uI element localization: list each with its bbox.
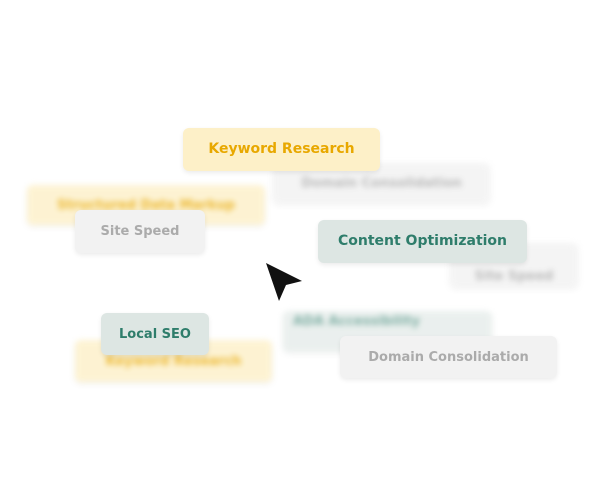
tag-keyword-research[interactable]: Keyword Research bbox=[183, 128, 380, 171]
tag-content-optimization[interactable]: Content Optimization bbox=[318, 220, 527, 263]
cursor-arrow-icon bbox=[266, 263, 302, 301]
tag-local-seo[interactable]: Local SEO bbox=[101, 313, 209, 355]
tag-domain-consolidation-blurred: Domain Consolidation bbox=[273, 163, 490, 203]
tag-domain-consolidation[interactable]: Domain Consolidation bbox=[340, 336, 557, 378]
tag-site-speed-blurred: Site Speed bbox=[450, 243, 578, 287]
tag-site-speed[interactable]: Site Speed bbox=[75, 210, 205, 253]
